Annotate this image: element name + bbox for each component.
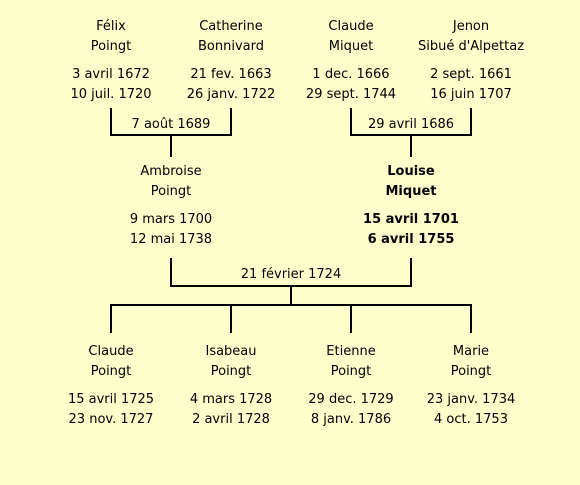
person-death-date: 10 juil. 1720 [70, 87, 152, 102]
person-birth-date: 2 sept. 1661 [430, 67, 512, 82]
person-first-name: Claude [88, 344, 134, 359]
person-last-name: Bonnivard [198, 39, 264, 54]
person-last-name: Poingt [330, 364, 372, 379]
person-death-date: 8 janv. 1786 [310, 412, 392, 427]
person-last-name: Poingt [150, 184, 192, 199]
person-birth-date: 1 dec. 1666 [312, 67, 390, 82]
person-marie-poingt: Marie Poingt 23 janv. 1734 4 oct. 1753 [411, 342, 531, 430]
person-felix-poingt: Félix Poingt 3 avril 1672 10 juil. 1720 [51, 17, 171, 105]
person-last-name: Sibué d'Alpettaz [417, 39, 525, 54]
person-death-date: 16 juin 1707 [430, 87, 512, 102]
person-last-name: Poingt [90, 364, 132, 379]
person-death-date: 26 janv. 1722 [186, 87, 276, 102]
person-ambroise-poingt: Ambroise Poingt 9 mars 1700 12 mai 1738 [111, 162, 231, 250]
person-last-name: Poingt [90, 39, 132, 54]
person-birth-date: 4 mars 1728 [189, 392, 273, 407]
marriage-date-parents: 21 février 1724 [240, 267, 342, 282]
person-death-date: 6 avril 1755 [367, 232, 455, 247]
person-birth-date: 29 dec. 1729 [308, 392, 394, 407]
person-first-name: Jenon [452, 19, 490, 34]
person-jenon-sibue: Jenon Sibué d'Alpettaz 2 sept. 1661 16 j… [411, 17, 531, 105]
person-first-name: Félix [96, 19, 126, 34]
person-first-name: Ambroise [140, 164, 202, 179]
person-birth-date: 3 avril 1672 [72, 67, 150, 82]
person-louise-miquet: Louise Miquet 15 avril 1701 6 avril 1755 [351, 162, 471, 250]
person-first-name: Catherine [199, 19, 263, 34]
person-catherine-bonnivard: Catherine Bonnivard 21 fev. 1663 26 janv… [171, 17, 291, 105]
person-birth-date: 15 avril 1725 [67, 392, 155, 407]
marriage-date-left-grandparents: 7 août 1689 [131, 117, 211, 132]
person-first-name: Marie [452, 344, 490, 359]
person-birth-date: 9 mars 1700 [129, 212, 213, 227]
person-death-date: 23 nov. 1727 [68, 412, 154, 427]
person-claude-poingt: Claude Poingt 15 avril 1725 23 nov. 1727 [51, 342, 171, 430]
person-isabeau-poingt: Isabeau Poingt 4 mars 1728 2 avril 1728 [171, 342, 291, 430]
person-death-date: 29 sept. 1744 [305, 87, 397, 102]
person-death-date: 4 oct. 1753 [434, 412, 508, 427]
marriage-date-right-grandparents: 29 avril 1686 [367, 117, 455, 132]
person-last-name: Poingt [450, 364, 492, 379]
person-birth-date: 15 avril 1701 [363, 212, 459, 227]
person-first-name: Etienne [326, 344, 376, 359]
person-last-name: Miquet [328, 39, 374, 54]
person-last-name: Poingt [210, 364, 252, 379]
person-claude-miquet: Claude Miquet 1 dec. 1666 29 sept. 1744 [291, 17, 411, 105]
person-death-date: 12 mai 1738 [129, 232, 213, 247]
person-first-name: Claude [328, 19, 374, 34]
person-last-name: Miquet [385, 184, 437, 199]
person-death-date: 2 avril 1728 [192, 412, 270, 427]
person-birth-date: 21 fev. 1663 [190, 67, 272, 82]
person-etienne-poingt: Etienne Poingt 29 dec. 1729 8 janv. 1786 [291, 342, 411, 430]
person-first-name: Isabeau [205, 344, 257, 359]
person-birth-date: 23 janv. 1734 [426, 392, 516, 407]
person-first-name: Louise [387, 164, 435, 179]
